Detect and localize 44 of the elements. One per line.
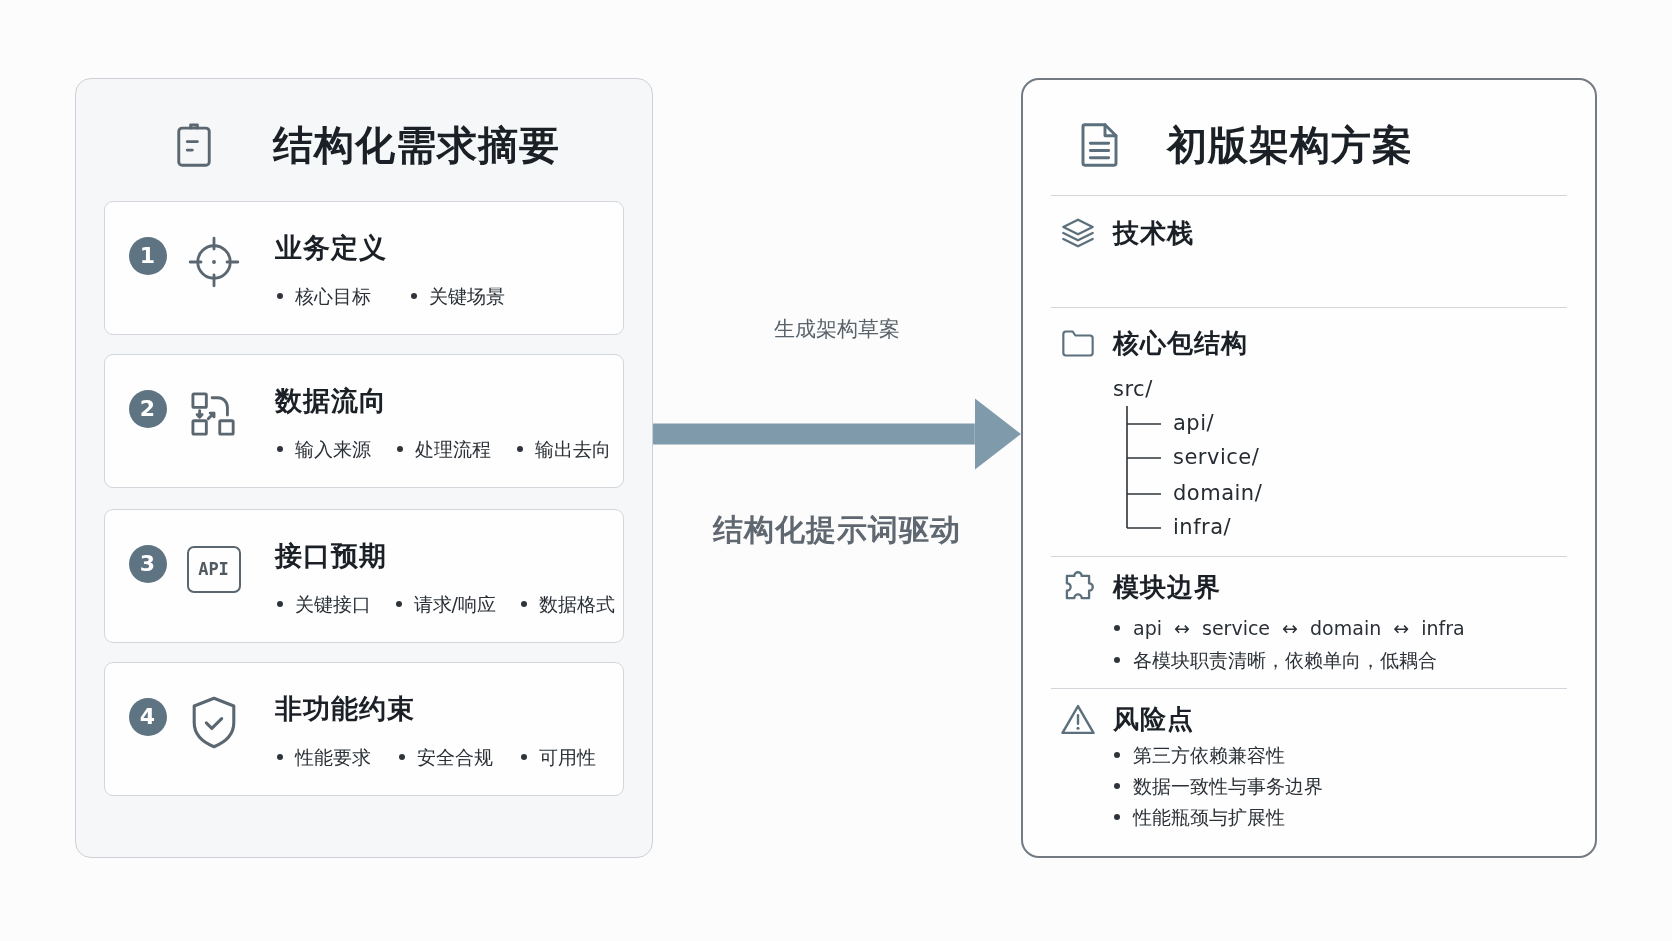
tree-item: api/ (1173, 410, 1215, 437)
step-number: 2 (128, 389, 167, 428)
list-item: 第三方依赖兼容性 (1133, 743, 1285, 768)
panel (1021, 78, 1597, 858)
arrow (653, 398, 1021, 470)
panel (75, 78, 653, 858)
list-item: 输入来源 (294, 436, 371, 462)
step-number: 3 (128, 544, 167, 583)
card (103, 508, 624, 643)
card (103, 353, 624, 488)
arrow-caption: 结构化提示词驱动 (713, 511, 961, 549)
section-title: 核心包结构 (1113, 327, 1248, 359)
card (103, 661, 624, 796)
card-title: 数据流向 (274, 383, 387, 418)
card-title: 非功能约束 (274, 691, 415, 726)
tree-item: domain/ (1173, 480, 1263, 507)
step-number: 1 (128, 236, 167, 275)
card (103, 200, 624, 335)
list-item: 处理流程 (414, 436, 491, 462)
list-item: 关键场景 (428, 283, 505, 309)
list-item: 关键接口 (294, 591, 371, 617)
api-badge: API (186, 545, 241, 593)
section-title: 风险点 (1113, 703, 1194, 735)
section-title: 模块边界 (1113, 571, 1221, 603)
list-item: 性能瓶颈与扩展性 (1133, 805, 1285, 830)
list-item: 请求/响应 (413, 591, 496, 617)
tree-item: infra/ (1173, 514, 1232, 541)
list-item: 安全合规 (416, 744, 493, 770)
tree-item: src/ (1113, 376, 1153, 403)
list-item: 性能要求 (294, 744, 371, 770)
list-item: api ↔ service ↔ domain ↔ infra (1133, 616, 1465, 641)
list-item: 数据一致性与事务边界 (1133, 774, 1323, 799)
list-item: 输出去向 (534, 436, 611, 462)
panel-title: 初版架构方案 (1167, 121, 1413, 169)
list-item: 各模块职责清晰，依赖单向，低耦合 (1133, 648, 1437, 673)
list-item: 可用性 (538, 744, 596, 770)
card-title: 接口预期 (274, 538, 387, 573)
list-item: 核心目标 (294, 283, 371, 309)
list-item: 数据格式 (538, 591, 615, 617)
card-title: 业务定义 (274, 230, 387, 265)
panel-title: 结构化需求摘要 (273, 121, 560, 169)
step-number: 4 (128, 697, 167, 736)
tree-item: service/ (1173, 444, 1260, 471)
section-title: 技术栈 (1113, 217, 1194, 249)
